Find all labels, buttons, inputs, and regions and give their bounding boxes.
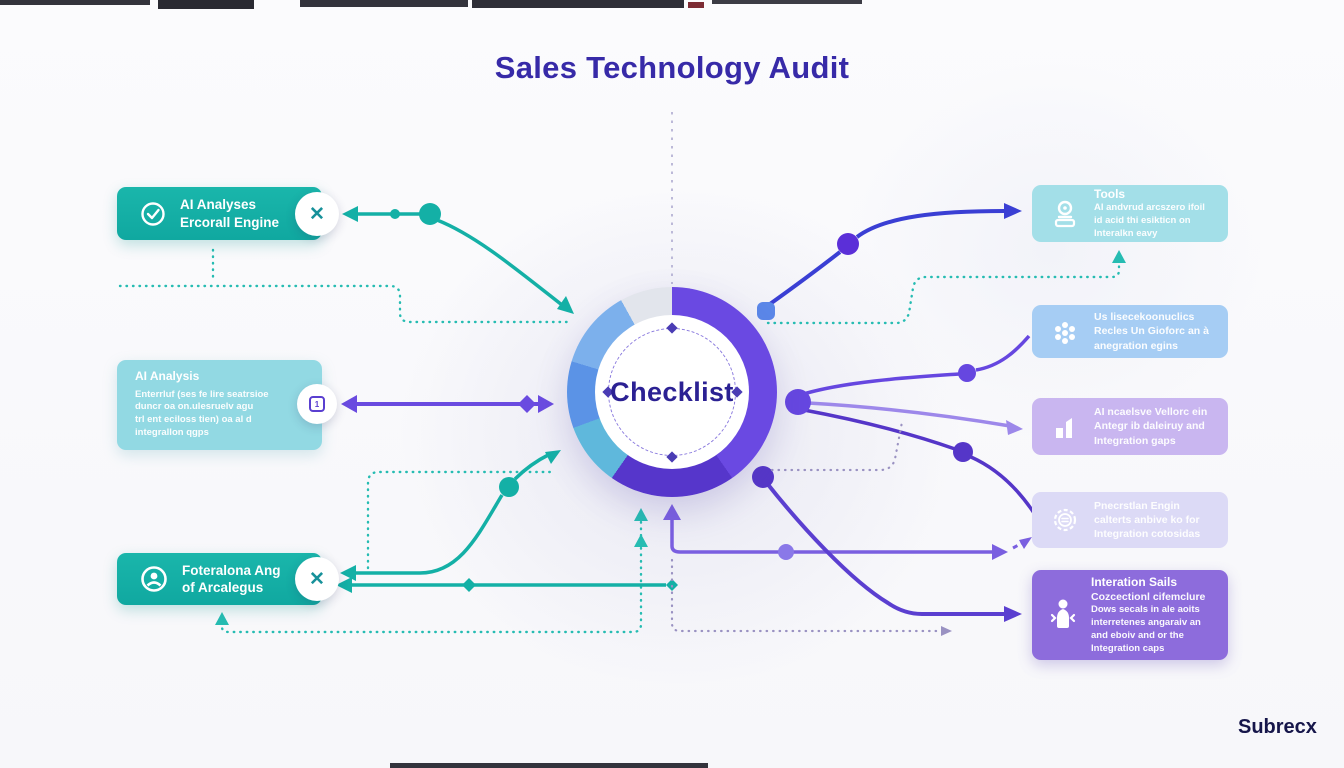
box-body-line: Integration caps: [1091, 642, 1165, 654]
box-heading: AI Analyses: [180, 197, 257, 213]
right-box-tools[interactable]: Tools AI andvrud arcszero ifoil id acid …: [1032, 185, 1228, 242]
box-subheading: Cozcectionl cifemclure: [1091, 591, 1206, 604]
cluster-dots-icon: [1055, 321, 1075, 344]
box-heading: Foteralona Ang: [182, 562, 281, 578]
box-body-line: Us lisecekoonuclics: [1094, 311, 1195, 324]
left-box-integrations[interactable]: Foteralona Ang of Arcalegus: [117, 553, 322, 605]
screen-edge-artifact: [472, 0, 684, 8]
box2-number-button[interactable]: 1: [297, 384, 337, 424]
page-title: Sales Technology Audit: [494, 50, 850, 85]
wire-box2-to-donut: [341, 395, 554, 413]
box-subheading: Ercorall Engine: [180, 214, 280, 230]
box-body-line: Pnecrstlan Engin: [1094, 499, 1180, 512]
box-body-line: Enterrluf (ses fe lire seatrsioe: [135, 388, 269, 400]
left-box-ai-analysis[interactable]: AI Analysis Enterrluf (ses fe lire seatr…: [117, 360, 322, 450]
wire-donut-to-box4: [663, 504, 1032, 560]
box-body-line: integrallon qgps: [135, 426, 209, 438]
left-box-ai-analyses[interactable]: AI Analyses Ercorall Engine: [117, 187, 322, 240]
box-body-line: Integration gaps: [1094, 434, 1176, 447]
box-body-line: duncr oa on.ulesruelv agu: [135, 401, 254, 413]
screen-edge-artifact: [688, 2, 704, 8]
box-body-line: interretenes angaraiv an: [1091, 617, 1201, 629]
wire-box1-to-donut: [342, 203, 574, 314]
screen-edge-artifact: [158, 0, 254, 9]
shield-check-icon: [141, 201, 165, 226]
box-body-line: Integration cotosidas: [1094, 528, 1201, 541]
box-body-line: AI ncaelsve Vellorc ein: [1094, 406, 1208, 419]
checklist-donut: Checklist: [567, 287, 777, 497]
box-body-line: Dows secals in ale aoits: [1091, 604, 1200, 616]
square-one-icon: 1: [309, 396, 325, 412]
box-heading: Interation Sails: [1091, 574, 1178, 589]
box-body-line: and eboiv and or the: [1091, 629, 1184, 641]
screen-edge-artifact: [712, 0, 862, 4]
box1-x-button[interactable]: ✕: [295, 192, 339, 236]
wire-donut-to-tools: [757, 203, 1022, 320]
box-body-line: calterts anbive ko for: [1094, 513, 1200, 526]
box-body-line: AI andvrud arcszero ifoil: [1094, 202, 1205, 214]
right-box-values[interactable]: AI ncaelsve Vellorc ein Antegr ib daleir…: [1032, 398, 1228, 455]
seal-gear-icon: [1053, 508, 1077, 532]
wire-donut-to-box5: [752, 466, 1022, 622]
gray-dotted-arrowhead: [941, 626, 952, 636]
screen-edge-artifact: [390, 763, 708, 768]
box-body-line: id acid thi esikticn on: [1094, 214, 1191, 226]
screen-edge-artifact: [0, 0, 150, 5]
x-icon: ✕: [309, 203, 325, 225]
person-connect-icon: [1050, 599, 1076, 628]
donut-center-label: Checklist: [610, 376, 734, 407]
box3-x-button[interactable]: ✕: [295, 557, 339, 601]
box-body-line: Interalkn eavy: [1094, 227, 1158, 239]
person-circle-icon: [141, 566, 167, 592]
brand-logo: Subrecx: [1238, 716, 1317, 738]
screen-edge-artifact: [300, 0, 468, 7]
box-heading: AI Analysis: [135, 369, 200, 383]
box-body-line: Recles Un Gioforc an à: [1094, 325, 1209, 338]
box-heading: Tools: [1094, 186, 1126, 201]
box-body-line: Antegr ib daleiruy and: [1094, 420, 1205, 433]
bar-chart-icon: [1056, 417, 1072, 438]
box-body-line: trl ent eciloss tien) oa al d: [135, 414, 252, 426]
device-person-icon: [1054, 200, 1076, 227]
right-box-engine[interactable]: Pnecrstlan Engin calterts anbive ko for …: [1032, 492, 1228, 548]
box-body-line: anegration egins: [1094, 339, 1179, 352]
x-icon: ✕: [309, 568, 325, 590]
box-subheading: of Arcalegus: [182, 580, 264, 595]
right-box-cluster[interactable]: Us lisecekoonuclics Recles Un Gioforc an…: [1032, 305, 1228, 358]
right-box-integration-sails[interactable]: Interation Sails Cozcectionl cifemclure …: [1032, 570, 1228, 660]
wire-donut-fan-right: [785, 334, 1036, 514]
